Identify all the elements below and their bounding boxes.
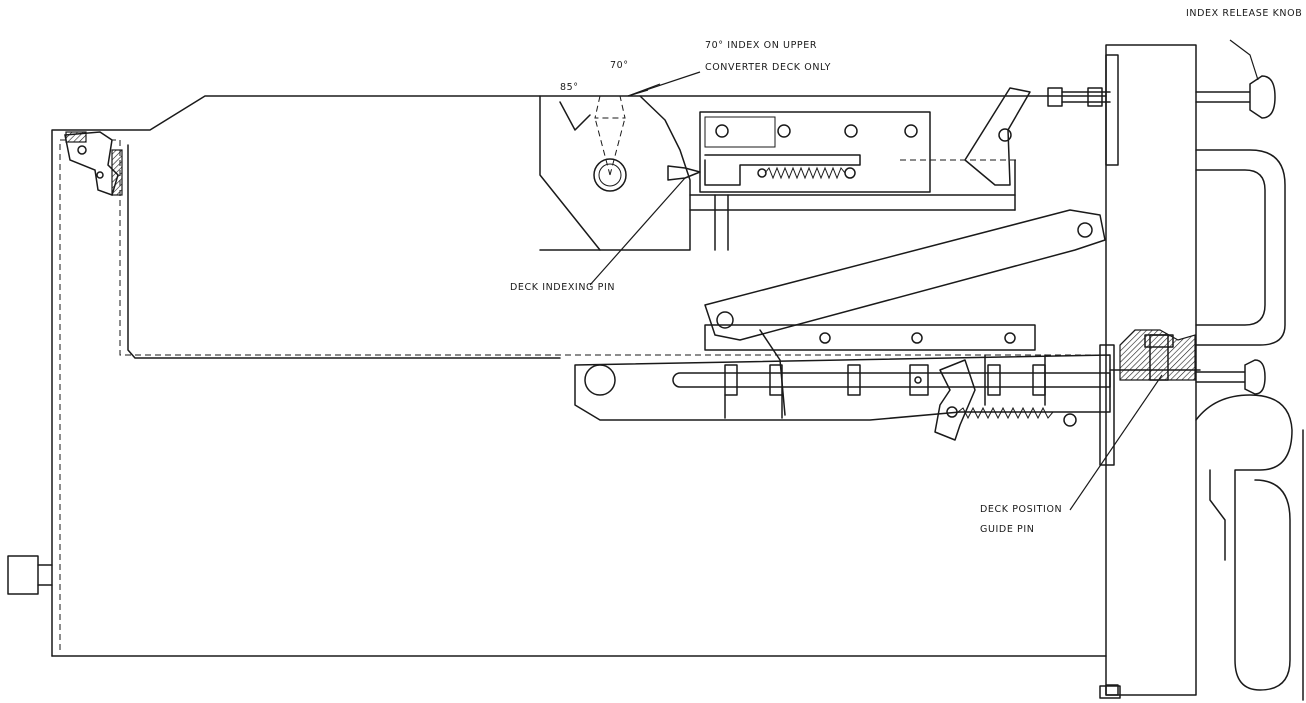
leader-lines [589, 39, 1259, 511]
link-arm [704, 209, 1106, 341]
label-index-release-knob: INDEX RELEASE KNOB [1186, 8, 1302, 19]
upper-knob-shaft [1047, 87, 1111, 107]
label-angle-70: 70° [610, 60, 629, 71]
upper-bell-crank [900, 87, 1031, 186]
label-deck-position-line2: GUIDE PIN [980, 524, 1035, 535]
label-deck-indexing-pin: DECK INDEXING PIN [510, 282, 615, 293]
label-angle-85: 85° [560, 82, 579, 93]
label-deck-position-line1: DECK POSITION [980, 504, 1062, 515]
label-70-index-line2: CONVERTER DECK ONLY [705, 62, 831, 73]
left-connector [7, 555, 53, 595]
label-70-index-line1: 70° INDEX ON UPPER [705, 40, 817, 51]
index-plate [539, 95, 701, 251]
lower-release-knob[interactable] [1195, 359, 1266, 395]
lower-guide-bar [704, 324, 1036, 416]
corner-clamp [64, 131, 123, 196]
pawl-and-spring [934, 359, 1077, 441]
guide-pin-section [1109, 329, 1201, 381]
lower-slide-bar [574, 344, 1115, 466]
upper-slide-assembly [689, 111, 1016, 251]
lower-handle-loop [1195, 394, 1293, 691]
front-handle [1195, 149, 1286, 346]
index-release-knob[interactable] [1195, 75, 1276, 119]
chassis-outline [51, 95, 1107, 657]
